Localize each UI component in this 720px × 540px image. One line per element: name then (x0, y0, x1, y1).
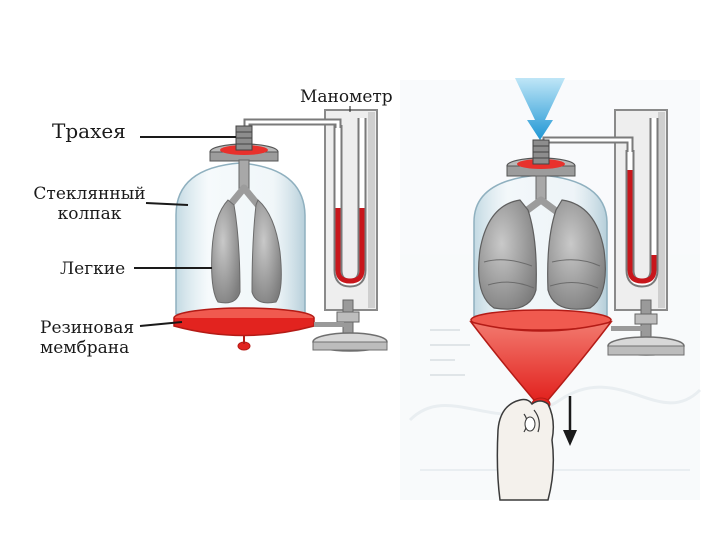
label-trachea: Трахея (52, 121, 126, 141)
left-model (174, 110, 387, 351)
label-membrane-line2: мембрана (40, 338, 134, 358)
label-manometer: Манометр (300, 87, 393, 107)
label-membrane: Резиновая мембрана (40, 318, 134, 358)
label-glass-bell-line2: колпак (27, 204, 152, 224)
label-membrane-line1: Резиновая (40, 318, 134, 338)
label-glass-bell-line1: Стеклянный (27, 184, 152, 204)
hand-pulling-icon (497, 400, 553, 501)
label-glass-bell: Стеклянный колпак (27, 184, 152, 224)
label-lungs: Легкие (60, 259, 125, 279)
